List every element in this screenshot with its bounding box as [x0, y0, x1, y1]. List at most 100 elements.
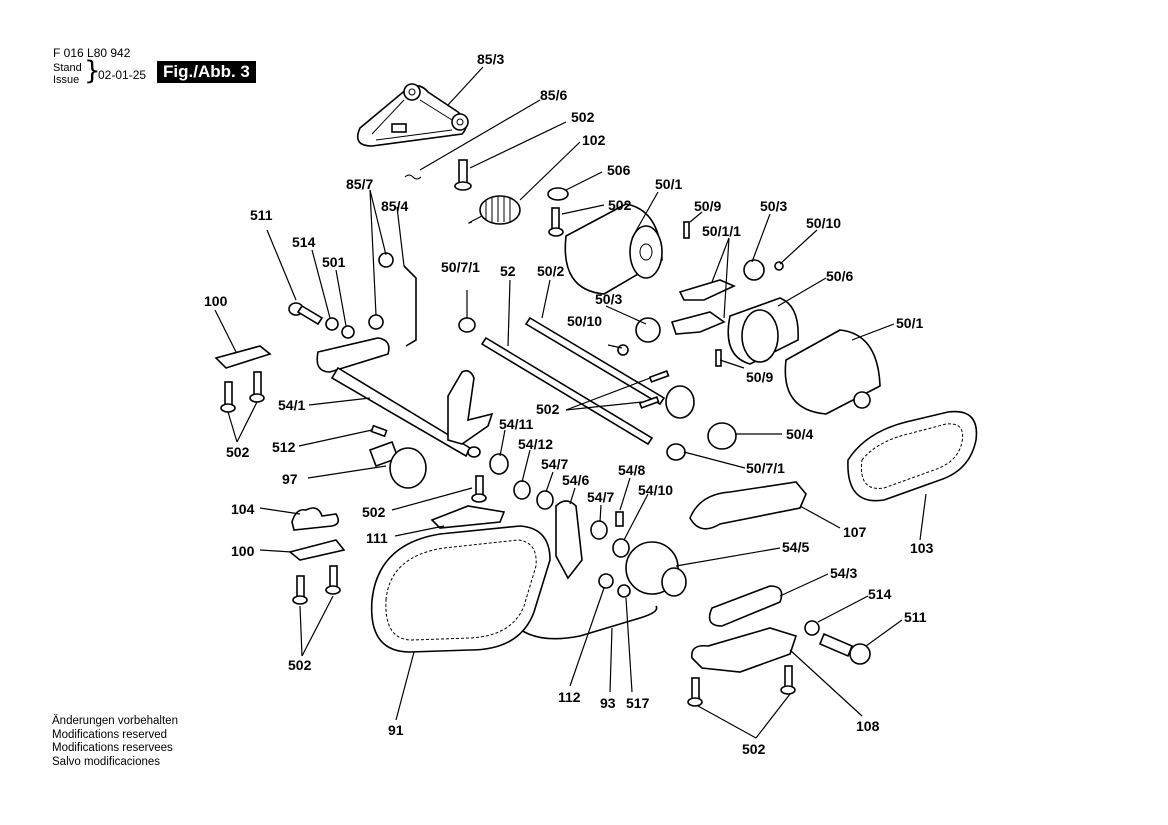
callout: 54/10 [638, 482, 673, 498]
callout: 112 [558, 689, 581, 705]
part-toothed-belt [370, 525, 551, 653]
callout: 100 [231, 543, 255, 559]
part-washer [590, 520, 608, 540]
callout: 514 [868, 586, 892, 602]
part-bolt [288, 302, 324, 326]
callout: 104 [231, 501, 255, 517]
callout-labels: 85/3 85/6 502 102 506 502 85/7 85/4 511 … [204, 51, 934, 757]
callout: 85/3 [477, 51, 504, 67]
callout: 100 [204, 293, 228, 309]
callout: 502 [571, 109, 595, 125]
part-clip [617, 344, 629, 356]
callout: 502 [536, 401, 560, 417]
issue-label: Issue [53, 74, 80, 86]
callout: 502 [362, 504, 386, 520]
part-number: F 016 L80 942 [53, 46, 131, 60]
callout: 511 [250, 207, 273, 223]
part-clamp-plate [288, 539, 346, 561]
callout: 50/7/1 [746, 460, 785, 476]
callout: 517 [626, 695, 650, 711]
part-knob [368, 440, 427, 489]
part-screw [454, 159, 472, 191]
callout: 502 [608, 197, 632, 213]
part-bracket [670, 311, 726, 335]
callout: 54/8 [618, 462, 645, 478]
callout: 502 [742, 741, 766, 757]
part-bracket [430, 505, 506, 529]
callout: 54/7 [587, 489, 614, 505]
part-guide [689, 481, 807, 530]
callout: 50/6 [826, 268, 853, 284]
callout: 54/7 [541, 456, 568, 472]
leader-lines [214, 66, 927, 739]
part-clutch-gear [625, 541, 687, 597]
part-washer [513, 480, 531, 500]
callout: 54/1 [278, 397, 305, 413]
part-clip [774, 261, 784, 271]
part-washer [804, 620, 820, 636]
part-screw [638, 396, 660, 409]
callout: 50/9 [694, 198, 721, 214]
part-wire-hook [404, 174, 422, 180]
part-washer [489, 453, 509, 475]
callout: 511 [904, 609, 927, 625]
part-pin [370, 424, 388, 438]
callout: 54/12 [518, 436, 553, 452]
part-washer [617, 584, 631, 598]
part-roller [784, 329, 881, 415]
part-screw [471, 475, 487, 503]
callout: 50/1/1 [702, 223, 741, 239]
part-gear [743, 259, 765, 281]
callout: 50/3 [595, 291, 622, 307]
part-washer [612, 538, 630, 558]
part-screw [683, 221, 690, 239]
callout: 97 [282, 471, 298, 487]
figure-label: Fig./Abb. 3 [157, 61, 256, 83]
part-screw [648, 370, 670, 383]
callout: 54/6 [562, 472, 589, 488]
part-shaft-assembly [316, 337, 494, 458]
part-star-washer [368, 314, 384, 330]
part-screw [548, 207, 564, 237]
part-spring [468, 195, 521, 225]
callout: 85/7 [346, 176, 373, 192]
brace-symbol: } [84, 56, 101, 86]
part-end-cap [707, 422, 737, 450]
part-bushing [458, 317, 476, 333]
notice-line-de: Änderungen vorbehalten [52, 715, 178, 727]
part-nut [341, 325, 355, 339]
part-screw [715, 349, 722, 367]
part-rod [480, 336, 654, 446]
callout: 50/4 [786, 426, 813, 442]
part-lever-plate [555, 500, 583, 580]
part-washer [325, 317, 339, 331]
part-screw [292, 565, 341, 605]
callout: 512 [272, 439, 296, 455]
part-rod [524, 316, 666, 406]
notice-line-es: Salvo modificaciones [52, 755, 161, 768]
part-bushing [666, 443, 686, 461]
callout: 50/1 [896, 315, 923, 331]
part-sleeve [727, 297, 799, 365]
part-roller [564, 203, 663, 295]
callout: 502 [226, 444, 250, 460]
part-wire-bracket [403, 265, 417, 347]
callout: 103 [910, 540, 934, 556]
part-washer [536, 490, 554, 510]
part-bush [598, 573, 614, 589]
issue-date: 02-01-25 [98, 68, 147, 82]
callout: 50/7/1 [441, 259, 480, 275]
callout: 52 [500, 263, 516, 279]
stand-label: Stand [53, 62, 82, 74]
part-pin [615, 511, 624, 527]
callout: 54/5 [782, 539, 809, 555]
part-flange-hub [665, 385, 695, 419]
callout: 50/10 [567, 313, 602, 329]
part-toothed-belt [847, 410, 978, 502]
callout: 85/6 [540, 87, 567, 103]
callout: 91 [388, 722, 404, 738]
callout: 111 [366, 530, 388, 546]
callout: 50/2 [537, 263, 564, 279]
callout: 93 [600, 695, 616, 711]
